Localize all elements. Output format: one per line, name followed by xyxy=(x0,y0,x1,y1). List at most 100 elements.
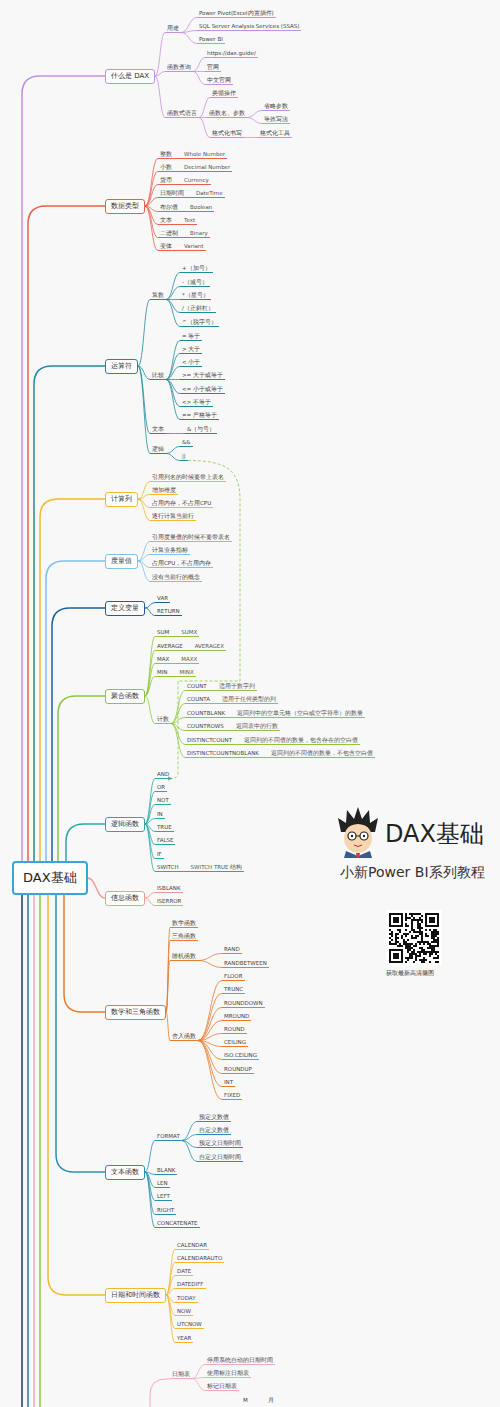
topic-text: DateTime xyxy=(196,190,223,197)
topic-text: BLANK xyxy=(157,1167,175,1174)
leaf-topic: 计算业务指标 xyxy=(150,547,190,555)
branch-connector xyxy=(166,941,170,1013)
qr-module xyxy=(397,933,399,935)
topic-text: 停用系统自动的日期时间 xyxy=(207,1357,273,1364)
qr-module xyxy=(407,917,409,919)
topic-text: RETURN xyxy=(157,608,180,615)
branch-box: 信息函数 xyxy=(105,891,145,906)
topic-text: 逻辑 xyxy=(152,446,164,453)
branch-box: 逻辑函数 xyxy=(105,817,145,832)
leaf-topic: ISO.CEILING xyxy=(222,1052,259,1060)
qr-module xyxy=(411,923,413,925)
qr-module xyxy=(399,931,401,933)
qr-module xyxy=(411,955,413,957)
qr-module xyxy=(433,931,435,933)
leaf-topic: 自定义数值 xyxy=(197,1127,231,1135)
branch-connector xyxy=(145,1172,155,1215)
leaf-topic: BLANK xyxy=(155,1167,177,1175)
qr-module xyxy=(415,913,417,915)
branch-connector xyxy=(166,1276,175,1296)
branch-connector xyxy=(138,499,150,521)
topic-text: RAND xyxy=(224,946,240,953)
qr-module xyxy=(413,945,415,947)
qr-module xyxy=(419,953,421,955)
leaf-topic: DISTINCTCOUNTNOBLANK返回列的不同值的数量，不包含空白值 xyxy=(185,750,375,758)
topic-text: Decimal Number xyxy=(184,164,230,171)
leaf-topic: 没有当前行的概念 xyxy=(150,574,202,582)
branch-connector xyxy=(193,72,205,85)
topic-text: 算数 xyxy=(152,292,164,299)
branch-connector xyxy=(138,482,150,500)
branch-connector xyxy=(145,792,155,825)
trunk-line xyxy=(27,893,29,1407)
leaf-topic: CALENDAR xyxy=(175,1242,209,1250)
qr-module xyxy=(395,943,397,945)
qr-module xyxy=(423,959,425,961)
leaf-topic: ISERROR xyxy=(155,898,183,906)
topic-text: /（正斜杠） xyxy=(182,305,214,312)
branch-connector xyxy=(145,1141,155,1173)
qr-module xyxy=(431,935,433,937)
qr-module xyxy=(407,949,409,951)
leaf-topic: 逻辑 xyxy=(150,446,166,454)
qr-module xyxy=(397,941,399,943)
leaf-topic: || xyxy=(180,453,188,461)
topic-text: RIGHT xyxy=(157,1207,174,1214)
qr-module xyxy=(411,935,413,937)
topic-text: 标记日期表 xyxy=(207,1383,237,1390)
leaf-topic: 货币Currency xyxy=(158,177,211,185)
qr-module xyxy=(415,935,417,937)
qr-module xyxy=(411,915,413,917)
qr-module xyxy=(405,941,407,943)
qr-module xyxy=(405,925,407,927)
branch-connector xyxy=(138,542,150,562)
qr-module xyxy=(421,915,423,917)
topic-text: 占用内存，不占用CPU xyxy=(152,500,211,507)
leaf-topic: 格式化书写 xyxy=(210,130,244,138)
qr-module xyxy=(395,935,397,937)
branch-connector xyxy=(181,33,197,44)
qr-module xyxy=(405,957,407,959)
topic-text: 等效写法 xyxy=(264,116,288,123)
leaf-topic: COUNTBLANK返回列中的空单元格（空白或空字符串）的数量 xyxy=(185,710,365,718)
branch-connector xyxy=(198,1008,222,1041)
qr-module xyxy=(411,957,413,959)
leaf-topic: >= 大于或等于 xyxy=(180,372,225,380)
qr-module xyxy=(427,947,429,949)
qr-module xyxy=(397,945,399,947)
leaf-topic: RAND xyxy=(222,946,242,954)
leaf-topic: MINMINX xyxy=(155,669,196,677)
leaf-topic: COUNTROWS返回表中的行数 xyxy=(185,723,280,731)
topic-text: && xyxy=(182,439,191,446)
topic-text: 日期表 xyxy=(172,1371,190,1378)
qr-module xyxy=(427,951,429,953)
qr-module xyxy=(393,943,395,945)
qr-module xyxy=(417,923,419,925)
branch-connector xyxy=(198,994,222,1041)
qr-module xyxy=(411,937,413,939)
branch-box: 日期和时间函数 xyxy=(105,1288,166,1303)
topic-text: 三角函数 xyxy=(172,933,196,940)
topic-text: RANDBETWEEN xyxy=(224,960,267,967)
leaf-topic: CEILING xyxy=(222,1039,248,1047)
leaf-topic: TRUE xyxy=(155,824,174,832)
branch-connector xyxy=(58,696,105,861)
qr-module xyxy=(427,943,429,945)
topic-text: VAR xyxy=(157,595,168,602)
leaf-topic: 预定义数值 xyxy=(197,1114,231,1122)
qr-module xyxy=(407,943,409,945)
topic-text: || xyxy=(182,453,186,460)
leaf-topic: &（与号） xyxy=(185,426,217,434)
leaf-topic: = 等于 xyxy=(180,333,202,341)
qr-module xyxy=(413,929,415,931)
topic-text: COUNT xyxy=(187,683,207,690)
branch-connector xyxy=(145,172,158,207)
branch-box: 度量值 xyxy=(105,554,138,569)
topic-text: 数学和三角函数 xyxy=(111,1008,160,1016)
map-title: DAX基础 xyxy=(385,818,484,850)
qr-module xyxy=(435,945,437,947)
leaf-topic: 等效写法 xyxy=(262,116,290,124)
branch-connector xyxy=(138,495,150,500)
branch-connector xyxy=(166,354,180,380)
topic-text: SWITCH xyxy=(157,864,179,871)
